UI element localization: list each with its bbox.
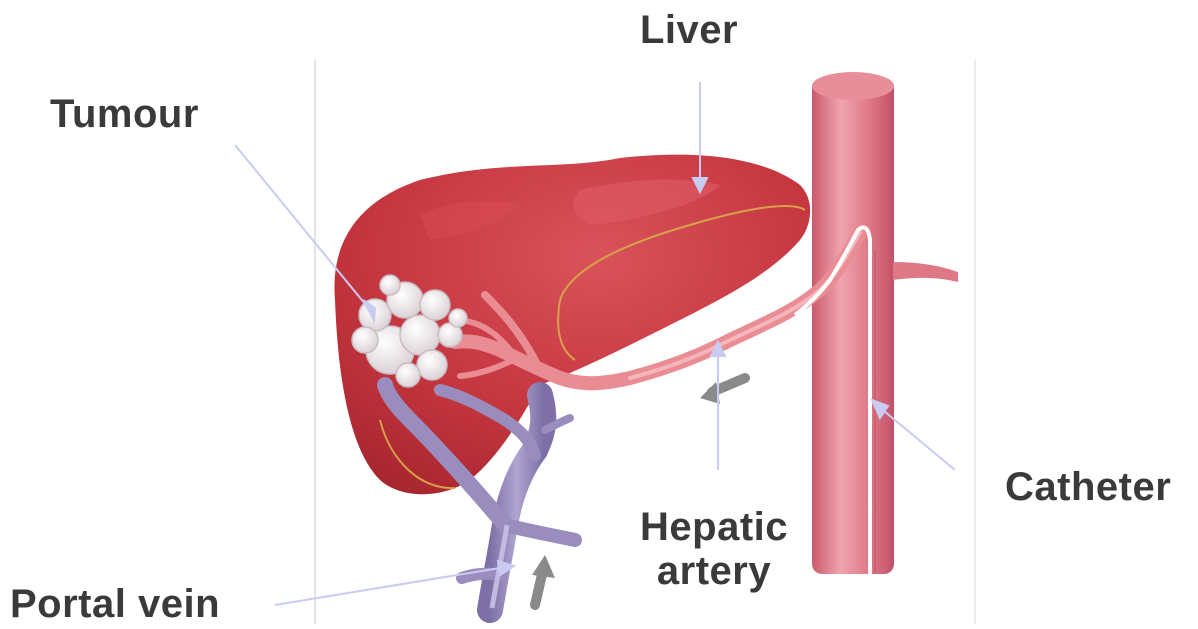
- aorta-branch: [893, 262, 958, 282]
- label-liver: Liver: [640, 8, 738, 52]
- pointer-hepatic-artery: [711, 342, 725, 470]
- flow-arrow-artery: [700, 378, 745, 404]
- flow-arrow-portal: [532, 555, 555, 605]
- label-portal-vein: Portal vein: [10, 582, 220, 626]
- label-hepatic-line1: Hepatic: [640, 505, 788, 549]
- label-hepatic-line2: artery: [640, 549, 788, 593]
- label-catheter: Catheter: [1005, 465, 1171, 509]
- label-tumour: Tumour: [50, 92, 199, 136]
- pointer-portal-vein: [275, 561, 514, 605]
- label-hepatic-artery: Hepatic artery: [640, 505, 788, 593]
- aorta: [812, 72, 894, 574]
